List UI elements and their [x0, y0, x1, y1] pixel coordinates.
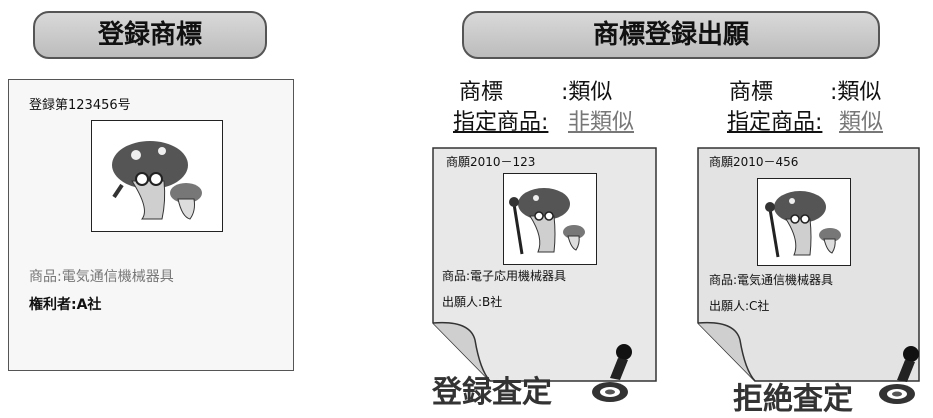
- case-c-goods-label: 指定商品:: [727, 110, 823, 135]
- case-b-application-sheet: 商願2010－123 商品:電子応用機械器具 出願人:B社: [430, 145, 660, 385]
- registered-trademark-card: 登録第123456号 商品:電気通信機械器具 権利者:A社: [8, 79, 294, 371]
- case-b-stamp-icon: [588, 342, 638, 406]
- mushroom-character-image: [112, 141, 202, 220]
- case-c-mark-label: 商標: [729, 80, 774, 105]
- case-c-stamp-icon: [875, 344, 925, 408]
- case-c-result: 拒絶査定: [733, 382, 853, 417]
- registered-owner: 権利者:A社: [29, 297, 102, 313]
- mushroom-character-image: [765, 191, 841, 258]
- mushroom-character-image: [509, 188, 585, 255]
- case-c-application-number: 商願2010－456: [709, 155, 799, 169]
- registered-trademark-header: 登録商標: [33, 11, 267, 59]
- case-b-mark-label: 商標: [459, 80, 504, 105]
- case-c-goods-value: 類似: [839, 110, 884, 135]
- case-b-goods-label: 指定商品:: [453, 110, 549, 135]
- case-c-application-sheet: 商願2010－456 商品:電気通信機械器具 出願人:C社: [695, 145, 923, 385]
- case-c-goods: 商品:電気通信機械器具: [709, 273, 834, 287]
- case-c-image-frame: [757, 178, 851, 266]
- registered-goods: 商品:電気通信機械器具: [29, 269, 174, 285]
- registered-trademark-header-label: 登録商標: [97, 20, 202, 50]
- case-b-goods: 商品:電子応用機械器具: [442, 269, 567, 283]
- case-b-applicant: 出願人:B社: [442, 295, 503, 309]
- case-b-image-frame: [503, 173, 597, 265]
- case-b-goods-value: 非類似: [568, 110, 635, 135]
- case-c-applicant: 出願人:C社: [709, 299, 770, 313]
- trademark-image-frame: [91, 120, 223, 232]
- case-b-result: 登録査定: [432, 375, 552, 410]
- case-c-mark-value: :類似: [830, 80, 882, 105]
- case-b-mark-value: :類似: [561, 80, 613, 105]
- registration-number: 登録第123456号: [29, 98, 131, 113]
- trademark-application-header: 商標登録出願: [462, 11, 880, 59]
- trademark-application-header-label: 商標登録出願: [592, 20, 749, 50]
- case-b-application-number: 商願2010－123: [446, 155, 536, 169]
